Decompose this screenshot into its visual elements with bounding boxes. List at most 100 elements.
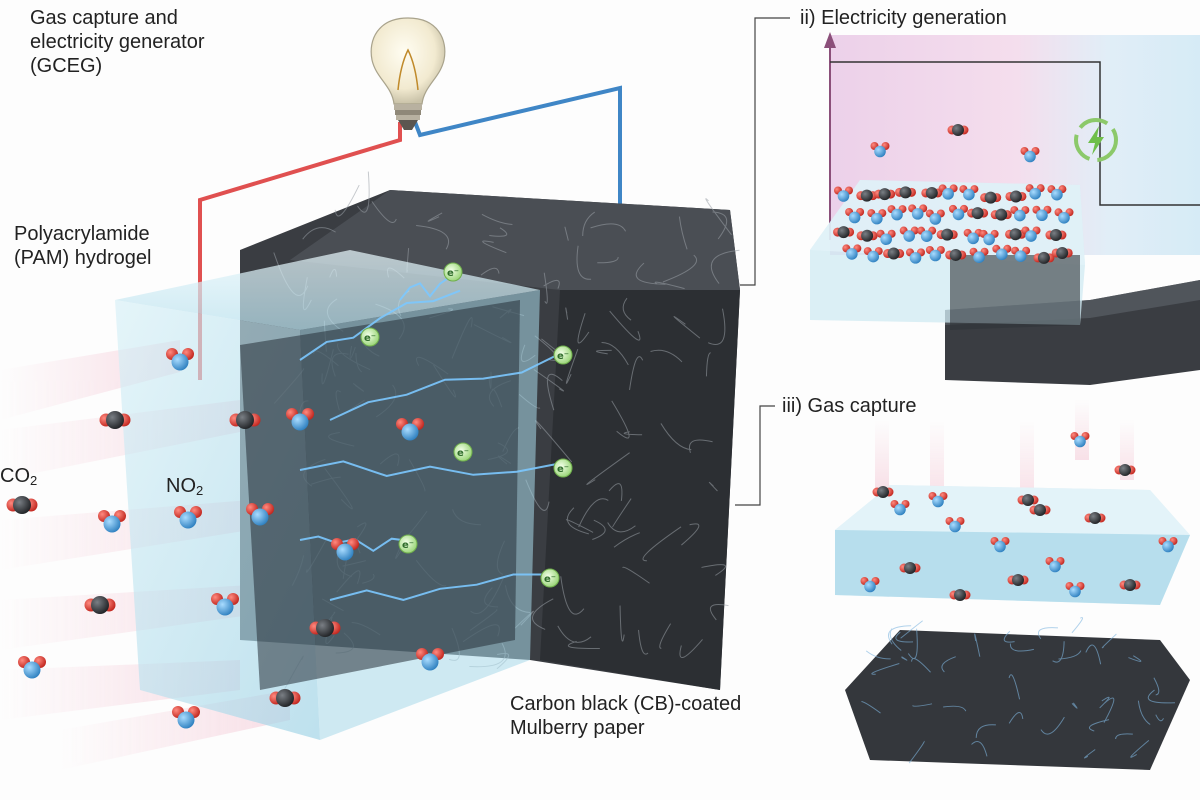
fiber (565, 519, 594, 533)
fiber (480, 267, 500, 276)
co2-molecule-icon (856, 189, 878, 202)
co2-molecule-icon (1114, 464, 1136, 476)
co2-molecule-icon (1119, 579, 1141, 591)
cb-paper-label: Carbon black (CB)-coated Mulberry paper (510, 692, 741, 740)
electron-symbol: e⁻ (557, 464, 569, 475)
fiber (679, 639, 703, 658)
fiber (623, 431, 643, 436)
co2-molecule-icon (1007, 574, 1029, 586)
fiber (1008, 712, 1024, 724)
fiber (1084, 749, 1096, 759)
electricity-generation-label: ii) Electricity generation (800, 7, 1007, 29)
fiber (566, 507, 589, 535)
fiber (901, 656, 908, 661)
fiber (1071, 617, 1083, 634)
co2-molecule-icon (1033, 251, 1055, 264)
lightning-icon (1074, 118, 1118, 162)
fiber (567, 640, 600, 649)
fiber (673, 316, 701, 339)
fiber (607, 522, 636, 533)
co2-molecule-icon (1045, 229, 1067, 242)
co2-molecule-icon (947, 124, 969, 136)
co2-molecule-icon (1051, 246, 1073, 259)
callout-lines (735, 17, 790, 506)
fiber (1003, 630, 1015, 643)
co2-molecule-icon (990, 208, 1012, 221)
electron-icon: e⁻ (453, 442, 473, 462)
fiber (609, 310, 641, 341)
fiber (654, 281, 685, 290)
fiber (975, 724, 996, 738)
fiber (619, 605, 625, 642)
fiber (535, 420, 573, 463)
fiber (1128, 655, 1142, 662)
electron-symbol: e⁻ (457, 448, 469, 459)
fiber (546, 373, 563, 411)
fiber (582, 211, 596, 236)
fiber (1089, 719, 1110, 732)
fiber (1153, 677, 1160, 696)
co2-label-text: CO (0, 465, 30, 487)
fiber (1058, 650, 1082, 660)
co2-label: CO2 (0, 464, 37, 493)
co2-molecule-icon (967, 207, 989, 220)
fiber (613, 532, 640, 548)
fiber (489, 227, 508, 237)
fiber (334, 184, 360, 217)
fiber (1009, 643, 1034, 652)
fiber (1037, 627, 1059, 640)
electric-sparks (299, 268, 561, 601)
fiber (533, 369, 565, 392)
fiber (611, 400, 630, 439)
co2-molecule-icon (1084, 512, 1106, 524)
spark (329, 352, 561, 421)
co2-molecule-icon (874, 188, 896, 201)
fiber (1040, 716, 1065, 735)
co2-molecule-icon (936, 228, 958, 241)
fiber (638, 629, 649, 655)
co2-molecule-icon (6, 496, 38, 514)
fiber (532, 598, 554, 630)
gceg-label-line-3: (GCEG) (30, 55, 103, 77)
negative-wire (413, 85, 622, 230)
cb-label-line-2: Mulberry paper (510, 717, 645, 739)
fiber (601, 341, 629, 366)
fiber (560, 576, 585, 615)
fiber (565, 307, 569, 320)
co2-label-subscript: 2 (30, 473, 38, 488)
fiber (971, 741, 988, 757)
fiber (911, 658, 931, 673)
fiber (371, 201, 397, 223)
electron-symbol: e⁻ (544, 574, 556, 585)
fiber (1115, 733, 1133, 740)
fiber (427, 212, 443, 222)
co2-molecule-icon (899, 562, 921, 574)
co2-molecule-icon (1017, 494, 1039, 506)
gceg-label-line-1: Gas capture and (30, 7, 178, 29)
fiber (608, 483, 623, 501)
no2-label: NO2 (166, 474, 203, 503)
fiber (543, 279, 560, 289)
no2-label-text: NO (166, 475, 196, 497)
co2-molecule-icon (1005, 190, 1027, 203)
fiber (576, 245, 592, 280)
spark (329, 573, 550, 601)
no2-label-subscript: 2 (196, 483, 204, 498)
electron-symbol: e⁻ (364, 333, 376, 344)
electricity-generation-panel (810, 32, 1200, 385)
fiber (302, 227, 336, 240)
fiber (1130, 740, 1150, 758)
fiber (357, 171, 370, 213)
fiber (557, 625, 592, 643)
pam-label-line-1: Polyacrylamide (14, 223, 150, 245)
fiber (543, 272, 548, 304)
fiber (943, 705, 967, 712)
fiber (622, 297, 632, 321)
fiber (908, 740, 925, 764)
spark (299, 289, 461, 361)
co2-molecule-icon (949, 589, 971, 601)
fiber (900, 620, 923, 639)
electron-symbol: e⁻ (557, 351, 569, 362)
fiber (564, 226, 569, 241)
